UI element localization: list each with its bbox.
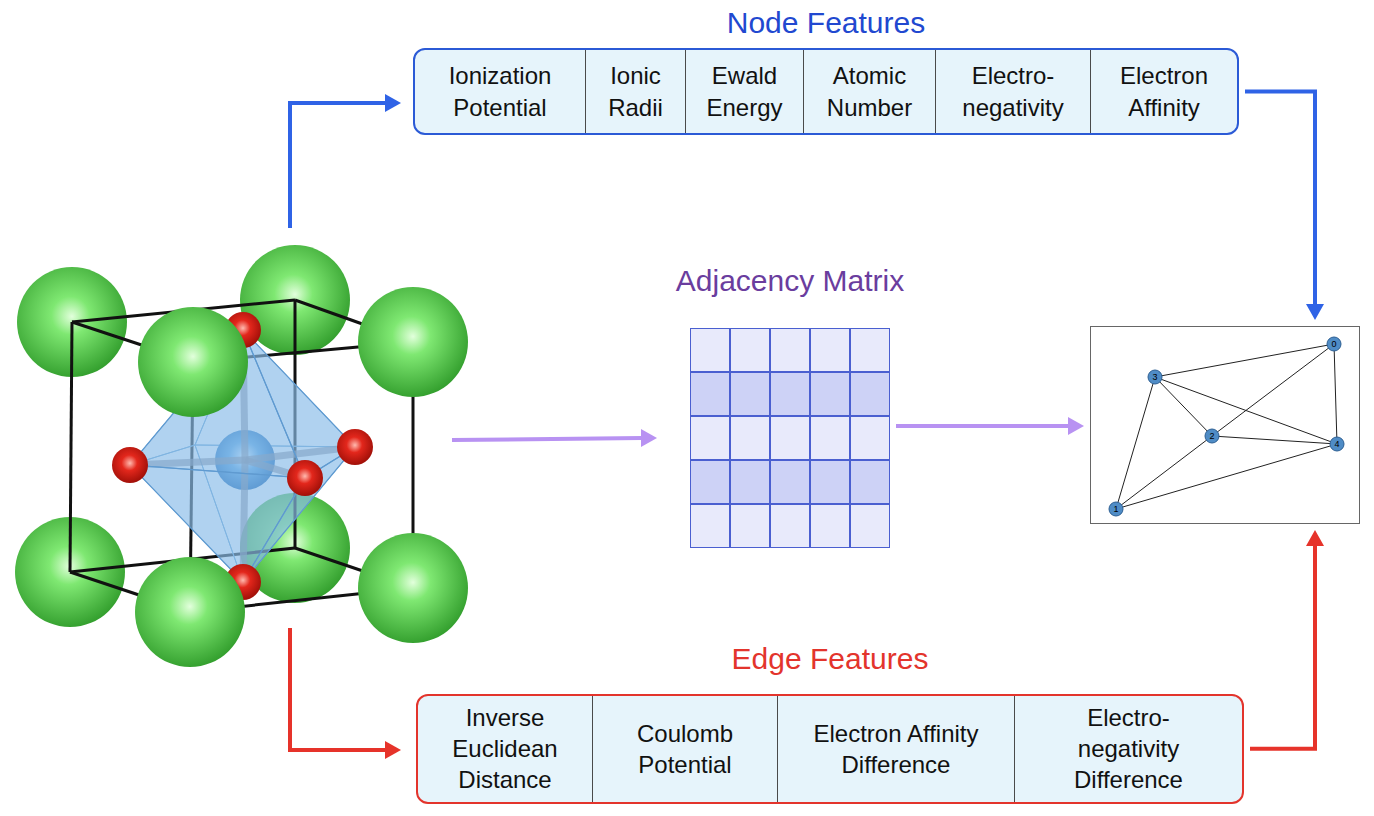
cell-label: Inverse Euclidean Distance	[426, 702, 584, 796]
matrix-cell	[691, 417, 730, 460]
matrix-cell	[691, 461, 730, 504]
arrow-head	[385, 94, 401, 112]
connector-line	[1245, 92, 1315, 305]
octahedron-face	[243, 447, 355, 582]
matrix-cell	[731, 505, 770, 548]
feature-band: Node FeaturesIonization PotentialIonic R…	[413, 48, 1239, 135]
red-atom	[287, 460, 323, 496]
section-heading: Edge Features	[218, 642, 1374, 677]
feature-cell: Ionization Potential	[415, 50, 585, 133]
graph-link	[1116, 444, 1337, 509]
green-atom	[138, 307, 248, 417]
matrix-cell	[771, 505, 810, 548]
arrow-head	[1306, 304, 1324, 320]
green-atom	[358, 287, 468, 397]
graph-node-number: 1	[1106, 503, 1126, 515]
graph-node-number: 4	[1327, 438, 1347, 450]
connector-arrow	[1250, 530, 1324, 749]
cell-label: Electro- negativity Difference	[1054, 702, 1204, 796]
arrow-line	[290, 103, 386, 228]
matrix-cell	[691, 373, 730, 416]
cell-label: Electron Affinity Difference	[786, 718, 1006, 780]
graph-link	[1334, 344, 1337, 444]
graph-drawing	[1091, 327, 1359, 523]
cell-label: Electron Affinity	[1099, 60, 1229, 122]
arrow-head	[641, 429, 657, 447]
green-atom	[135, 557, 245, 667]
matrix-cell	[851, 329, 890, 372]
feature-cell: Atomic Number	[803, 50, 935, 133]
matrix-cell	[771, 329, 810, 372]
matrix-cell	[731, 417, 770, 460]
matrix-cell	[771, 461, 810, 504]
cell-label: Atomic Number	[812, 60, 927, 122]
matrix-cell	[731, 373, 770, 416]
matrix-cell	[851, 461, 890, 504]
cell-label: Ewald Energy	[694, 60, 795, 122]
graph-node-number: 0	[1324, 338, 1344, 350]
connector-arrow	[896, 417, 1084, 435]
octahedron-face	[243, 330, 355, 478]
section-heading: Adjacency Matrix	[490, 264, 1090, 299]
graph-link	[1155, 344, 1334, 377]
graph-link	[1155, 377, 1337, 444]
matrix-cell	[731, 461, 770, 504]
graph-panel: 0 1 2 3 4	[1090, 326, 1360, 524]
connector-arrow	[1245, 92, 1324, 321]
matrix-cell	[851, 505, 890, 548]
cell-label: Electro- negativity	[944, 60, 1082, 122]
cell-label: Ionization Potential	[423, 60, 577, 122]
arrow-head	[1306, 530, 1324, 546]
feature-cell: Electron Affinity	[1090, 50, 1237, 133]
arrow-line	[452, 438, 642, 440]
graph-link	[1212, 344, 1334, 436]
matrix-cell	[811, 329, 850, 372]
matrix-cell	[811, 461, 850, 504]
arrow-line	[290, 628, 386, 750]
matrix-grid	[690, 328, 890, 548]
feature-cell: Electro- negativity	[935, 50, 1090, 133]
arrow-head	[1068, 417, 1084, 435]
feature-cell: Ewald Energy	[685, 50, 803, 133]
matrix-cell	[731, 329, 770, 372]
green-atom	[358, 533, 468, 643]
cube-edge	[70, 322, 72, 572]
graph-link	[1155, 377, 1212, 436]
graph-link	[1212, 436, 1337, 444]
feature-cell: Electro- negativity Difference	[1014, 696, 1242, 802]
feature-cell: Inverse Euclidean Distance	[418, 696, 592, 802]
matrix-cell	[851, 373, 890, 416]
matrix-cell	[771, 373, 810, 416]
matrix-cell	[811, 505, 850, 548]
front-atoms	[135, 287, 468, 667]
matrix-cell	[771, 417, 810, 460]
red-atom	[337, 429, 373, 465]
cell-label: Coulomb Potential	[601, 718, 769, 780]
feature-cell: Coulomb Potential	[592, 696, 777, 802]
matrix-cell	[691, 505, 730, 548]
arrow-head	[385, 741, 401, 759]
graph-link	[1116, 436, 1212, 509]
feature-cell: Ionic Radii	[585, 50, 685, 133]
connector-line	[896, 424, 1068, 428]
cell-label: Ionic Radii	[594, 60, 677, 122]
feature-cell: Electron Affinity Difference	[777, 696, 1014, 802]
adjacency-matrix: Adjacency Matrix	[690, 328, 890, 548]
matrix-cell	[691, 329, 730, 372]
graph-node-number: 2	[1202, 430, 1222, 442]
section-heading: Node Features	[215, 6, 1374, 41]
matrix-cell	[811, 373, 850, 416]
graph-node-number: 3	[1145, 371, 1165, 383]
red-atom	[112, 447, 148, 483]
matrix-cell	[851, 417, 890, 460]
matrix-cell	[811, 417, 850, 460]
graph-link	[1116, 377, 1155, 509]
feature-band: Edge FeaturesInverse Euclidean DistanceC…	[416, 694, 1244, 804]
connector-line	[1250, 546, 1315, 749]
input-arrows	[290, 94, 657, 759]
